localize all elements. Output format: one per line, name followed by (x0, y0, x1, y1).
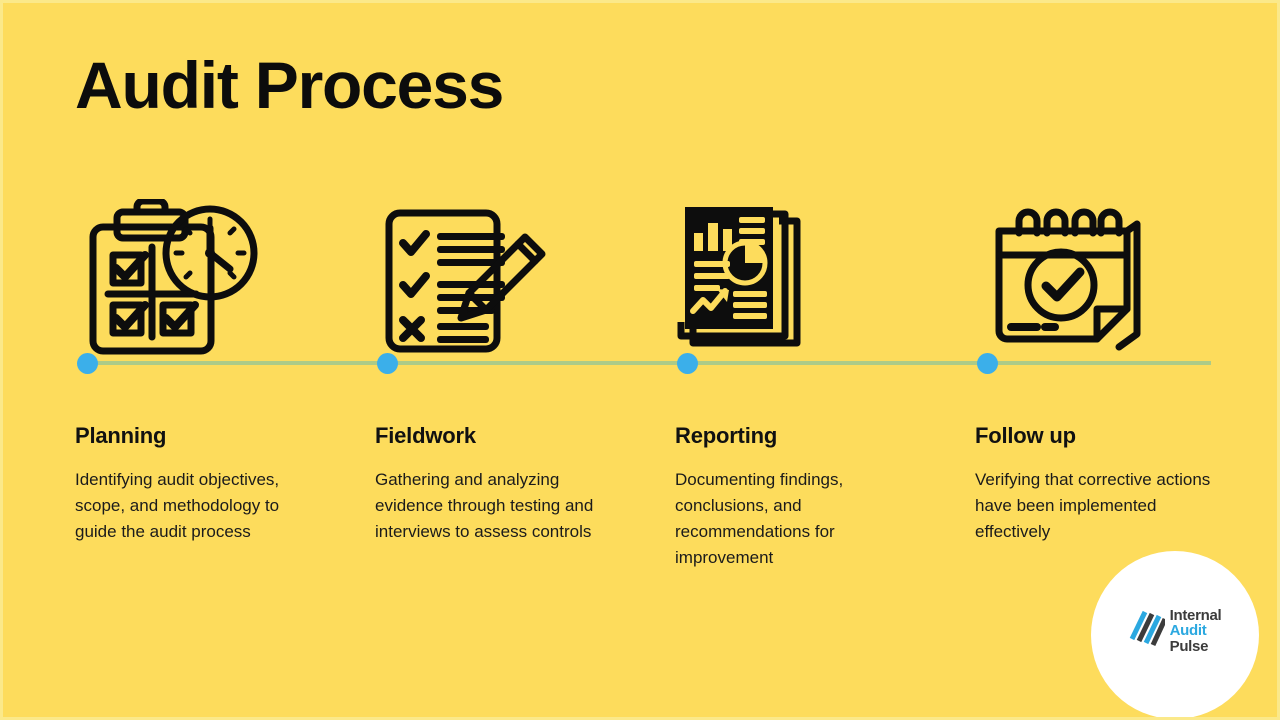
logo-text-audit: Audit (1169, 622, 1207, 640)
step-description-planning: Identifying audit objectives, scope, and… (75, 470, 280, 541)
step-column-followup: Follow up Verifying that corrective acti… (975, 199, 1275, 541)
step-description-fieldwork: Gathering and analyzing evidence through… (375, 470, 594, 541)
step-column-fieldwork: Fieldwork Gathering and analyzing eviden… (375, 199, 675, 541)
timeline-track (81, 361, 1211, 365)
step-title-planning: Planning (75, 423, 167, 448)
timeline-dot-followup[interactable] (977, 353, 998, 374)
step-column-planning: Planning Identifying audit objectives, s… (75, 197, 375, 541)
timeline-dot-reporting[interactable] (677, 353, 698, 374)
step-description-reporting: Documenting findings, conclusions, and r… (675, 470, 844, 567)
step-column-reporting: Reporting Documenting findings, conclusi… (675, 199, 975, 567)
step-title-followup: Follow up (975, 423, 1076, 448)
clipboard-clock-icon (75, 197, 265, 359)
report-documents-icon (675, 199, 865, 359)
step-title-fieldwork: Fieldwork (375, 423, 476, 448)
diagonal-stripes-logo-icon (1129, 609, 1167, 652)
brand-logo-badge[interactable]: Internal Audit Pulse (1091, 551, 1259, 717)
calendar-check-icon (975, 199, 1165, 359)
step-description-followup: Verifying that corrective actions have b… (975, 470, 1211, 541)
page-title: Audit Process (75, 48, 504, 122)
logo-text-internal: Internal (1169, 607, 1222, 625)
step-title-reporting: Reporting (675, 423, 778, 448)
checklist-pencil-icon (375, 199, 565, 359)
timeline-dot-fieldwork[interactable] (377, 353, 398, 374)
logo-text-pulse: Pulse (1169, 637, 1209, 655)
timeline-dot-planning[interactable] (77, 353, 98, 374)
